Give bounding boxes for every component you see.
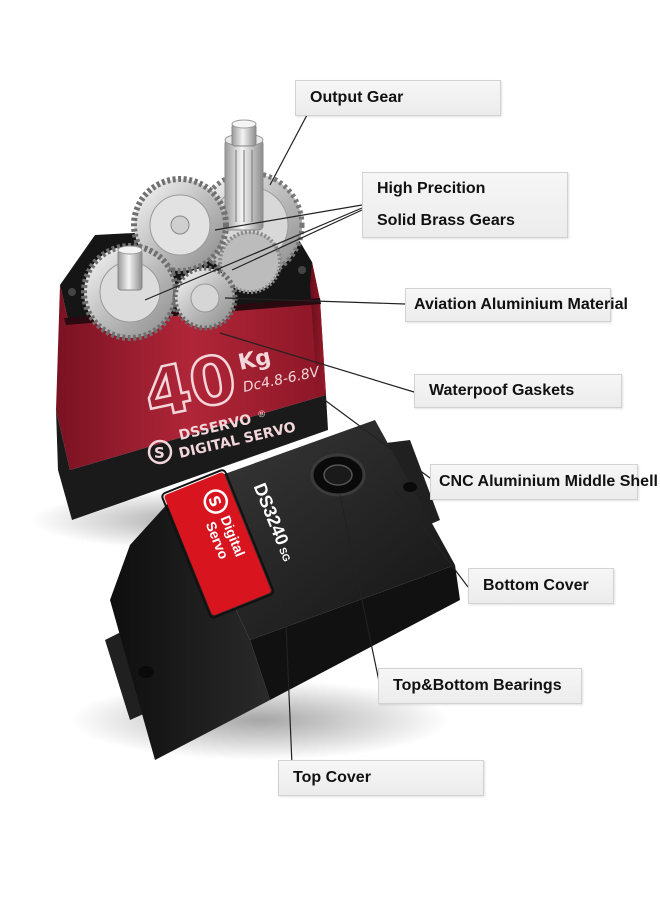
callout-middle-shell: CNC Aluminium Middle Shell — [430, 464, 658, 500]
bearing-ring — [323, 464, 353, 486]
middle-gear — [131, 176, 229, 274]
output-shaft — [224, 119, 264, 231]
body-right-side — [310, 262, 326, 395]
mount-hole — [403, 482, 417, 492]
label-logo-icon — [203, 489, 229, 514]
leader-brass-gears-2 — [144, 207, 363, 301]
callout-brass-gears: High Precition Solid Brass Gears — [362, 172, 568, 238]
model-suffix: SG — [276, 546, 292, 564]
mount-hole — [138, 666, 154, 678]
body-bottom-band — [56, 395, 328, 520]
leader-aluminium — [224, 297, 406, 305]
top-cover-part: S Digital Servo DS3240 SG — [105, 420, 460, 760]
callout-text: Top&Bottom Bearings — [393, 677, 562, 694]
callout-text: Top Cover — [293, 769, 371, 786]
leader-bearings — [339, 494, 381, 687]
cover-right-face — [250, 565, 460, 700]
callout-aluminium-material: Aviation Aluminium Material — [405, 288, 628, 322]
callout-top-cover: Top Cover — [278, 760, 484, 796]
callout-text: Solid Brass Gears — [377, 212, 515, 229]
leader-brass-gears-3 — [231, 209, 363, 271]
cover-front-face — [110, 490, 270, 760]
brand-logo-icon — [147, 439, 173, 465]
callout-text: CNC Aluminium Middle Shell — [439, 473, 658, 490]
registered-mark: ® — [256, 409, 267, 421]
leader-output-gear — [269, 114, 308, 186]
leader-top-cover — [284, 599, 293, 766]
screw-icon — [298, 266, 306, 274]
callout-text: Output Gear — [310, 89, 404, 106]
callout-text: Bottom Cover — [483, 577, 589, 594]
leader-middle-shell — [321, 397, 431, 479]
cover-label: S Digital Servo — [161, 469, 275, 619]
callout-bottom-cover: Bottom Cover — [468, 568, 614, 604]
screw-icon — [68, 288, 76, 296]
leader-lines — [144, 114, 469, 766]
brand-logo-glyph: S — [154, 444, 165, 462]
gear-train — [81, 119, 305, 341]
callout-gaskets: Waterpoof Gaskets — [414, 374, 622, 408]
callout-output-gear: Output Gear — [295, 80, 501, 116]
leader-gaskets — [219, 332, 415, 393]
callout-text: Aviation Aluminium Material — [414, 296, 628, 313]
leader-brass-gears-1 — [214, 204, 363, 231]
callout-text: Waterpoof Gaskets — [429, 382, 575, 399]
callout-bearings: Top&Bottom Bearings — [378, 668, 582, 704]
callout-text: High Precition — [377, 180, 486, 197]
left-gear — [81, 243, 179, 341]
leader-bottom-cover — [394, 489, 469, 588]
